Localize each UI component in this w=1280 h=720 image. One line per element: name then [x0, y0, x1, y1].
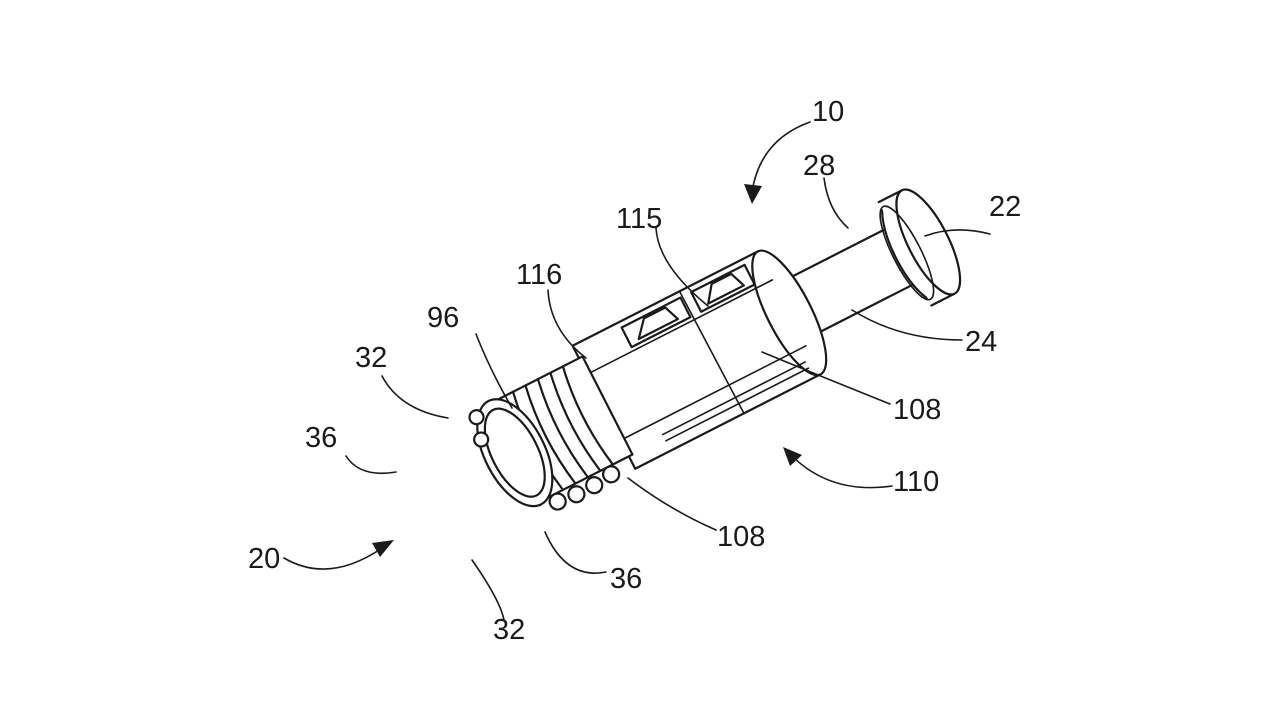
label-front-end: 20	[248, 543, 280, 575]
label-cap-edge: 28	[803, 150, 835, 182]
leader-lines	[283, 121, 991, 621]
label-thread-top: 32	[355, 342, 387, 374]
end-cap	[877, 188, 962, 307]
label-nub-left: 36	[305, 422, 337, 454]
connector-drawing	[468, 188, 962, 511]
label-nub-bottom: 36	[610, 563, 642, 595]
label-shaft: 24	[965, 326, 997, 358]
label-latch: 96	[427, 302, 459, 334]
label-rib-lower: 108	[717, 521, 765, 553]
front-face	[468, 398, 554, 508]
reference-numerals: 10 28 22 115 116 24 96 32 108 36 110 108…	[248, 96, 1021, 646]
label-window-tab-front: 116	[516, 259, 562, 291]
label-cap: 22	[989, 191, 1021, 223]
label-thread-bottom: 32	[493, 614, 525, 646]
label-assembly: 10	[812, 96, 844, 128]
label-rib-upper: 108	[893, 394, 941, 426]
label-window-tab-rear: 115	[616, 203, 662, 235]
label-underside: 110	[893, 466, 939, 498]
